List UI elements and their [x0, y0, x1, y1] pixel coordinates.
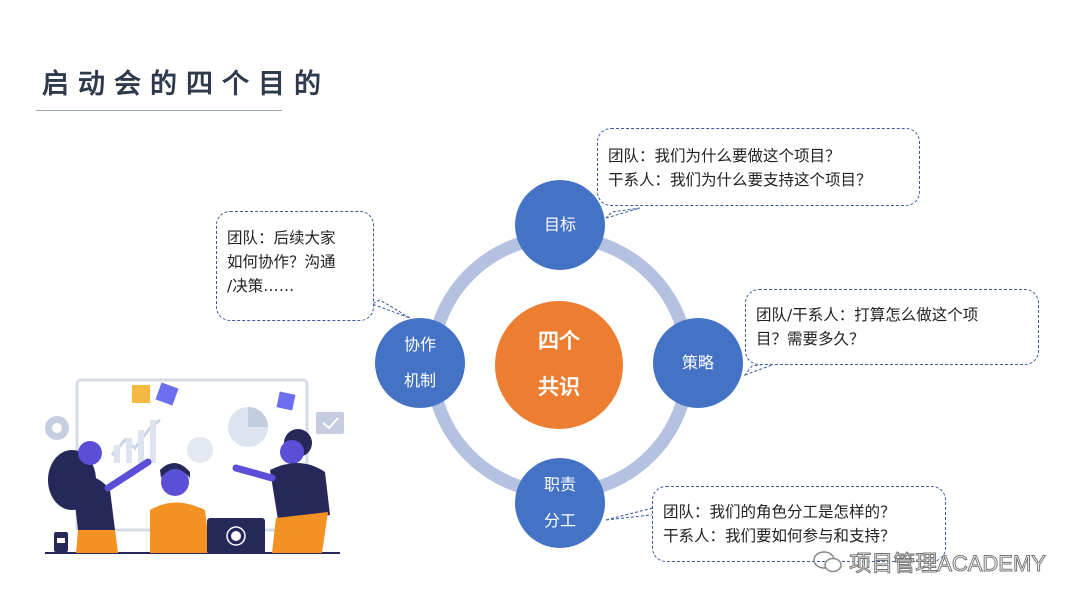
- roles-node-label-1: 职责: [543, 475, 576, 494]
- sticky-note-blue: [276, 391, 296, 411]
- title-underline: [36, 110, 282, 111]
- collab-bubble-line-1: 团队：后续大家: [227, 229, 336, 247]
- watermark: 项目管理ACADEMY: [813, 546, 1046, 578]
- center-circle: [495, 301, 623, 429]
- lightbulb-icon: [187, 437, 213, 463]
- center-label-2: 共识: [538, 375, 580, 399]
- goal-node: [515, 180, 605, 270]
- sticky-note-purple: [155, 382, 179, 406]
- collab-bubble-line-3: /决策……: [227, 277, 295, 295]
- collab-node: [375, 318, 465, 408]
- goal-node-label: 目标: [543, 215, 576, 234]
- check-card-icon: [316, 412, 344, 434]
- goal-bubble-tail: [605, 207, 641, 219]
- person-right-body: [270, 462, 330, 520]
- strategy-node: [653, 318, 743, 408]
- collab-node-label-2: 机制: [403, 371, 436, 390]
- roles-bubble-line-2: 干系人：我们要如何参与和支持？: [663, 527, 896, 545]
- roles-bubble: 团队：我们的角色分工是怎样的？ 干系人：我们要如何参与和支持？: [652, 486, 946, 562]
- page-title: 启动会的四个目的: [42, 69, 330, 100]
- strategy-node-label: 策略: [681, 353, 714, 372]
- roles-bubble-line-1: 团队：我们的角色分工是怎样的？: [663, 503, 896, 521]
- center-label-1: 四个: [538, 329, 580, 353]
- collab-node-label-1: 协作: [403, 335, 436, 354]
- goal-bubble: 团队：我们为什么要做这个项目？ 干系人：我们为什么要支持这个项目？: [597, 128, 920, 206]
- person-middle-head: [161, 468, 189, 496]
- collab-bubble: 团队：后续大家 如何协作？沟通 /决策……: [216, 211, 374, 321]
- goal-bubble-line-1: 团队：我们为什么要做这个项目？: [608, 147, 841, 165]
- person-right-head: [280, 440, 304, 464]
- person-left-head: [78, 441, 102, 465]
- goal-bubble-line-2: 干系人：我们为什么要支持这个项目？: [608, 171, 872, 189]
- collab-bubble-tail: [370, 299, 411, 319]
- roles-bubble-tail: [605, 505, 661, 521]
- collab-bubble-line-2: 如何协作？沟通: [227, 253, 336, 271]
- team-illustration: [45, 378, 344, 554]
- roles-node-label-2: 分工: [543, 511, 576, 530]
- roles-node: [515, 458, 605, 548]
- strategy-bubble-line-2: 目？需要多久？: [756, 330, 865, 348]
- wechat-icon: [813, 551, 842, 573]
- strategy-bubble-line-1: 团队/干系人：打算怎么做这个项: [756, 306, 979, 324]
- strategy-bubble: 团队/干系人：打算怎么做这个项 目？需要多久？: [745, 289, 1039, 365]
- person-middle-body: [150, 502, 210, 553]
- sticky-note-yellow: [132, 385, 150, 403]
- watermark-text: 项目管理ACADEMY: [849, 551, 1047, 577]
